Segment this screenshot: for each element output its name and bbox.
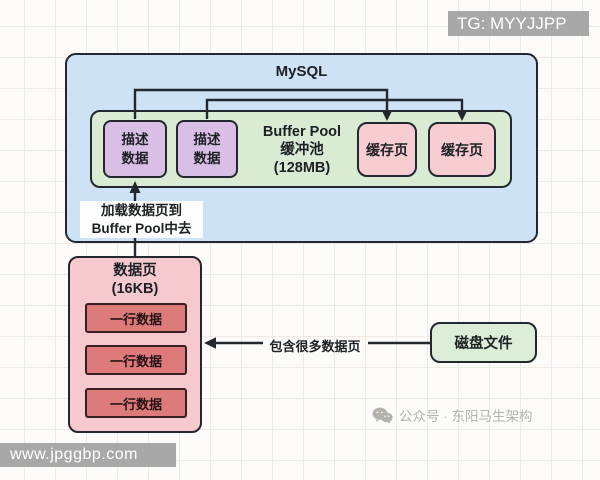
wechat-icon [372, 407, 393, 424]
describe-data-block-1: 描述 数据 [103, 120, 167, 178]
data-row: 一行数据 [85, 388, 187, 418]
data-page-subtitle: (16KB) [111, 281, 159, 297]
data-row: 一行数据 [85, 303, 187, 333]
contains-many-pages-label: 包含很多数据页 [269, 339, 361, 354]
data-page-title: 数据页 (16KB) [68, 262, 202, 298]
site-watermark-badge: www.jpggbp.com [0, 443, 176, 467]
data-page-title-text: 数据页 [113, 263, 157, 279]
buffer-pool-title: Buffer Pool 缓冲池 (128MB) [262, 124, 342, 176]
wechat-watermark: 公众号 · 东阳马生架构 [372, 405, 533, 425]
data-row: 一行数据 [85, 345, 187, 375]
load-to-buffer-pool-label: 加载数据页到 Buffer Pool中去 [80, 201, 203, 238]
cache-page-block-1: 缓存页 [357, 122, 417, 177]
disk-file-box: 磁盘文件 [430, 322, 537, 363]
watermark-text: 公众号 · 东阳马生架构 [399, 409, 533, 424]
arrowhead-left-icon [204, 337, 216, 349]
mysql-title: MySQL [275, 63, 328, 80]
tg-watermark-badge: TG: MYYJJPP [448, 11, 589, 36]
cache-page-block-2: 缓存页 [428, 122, 496, 177]
describe-data-block-2: 描述 数据 [176, 120, 238, 178]
